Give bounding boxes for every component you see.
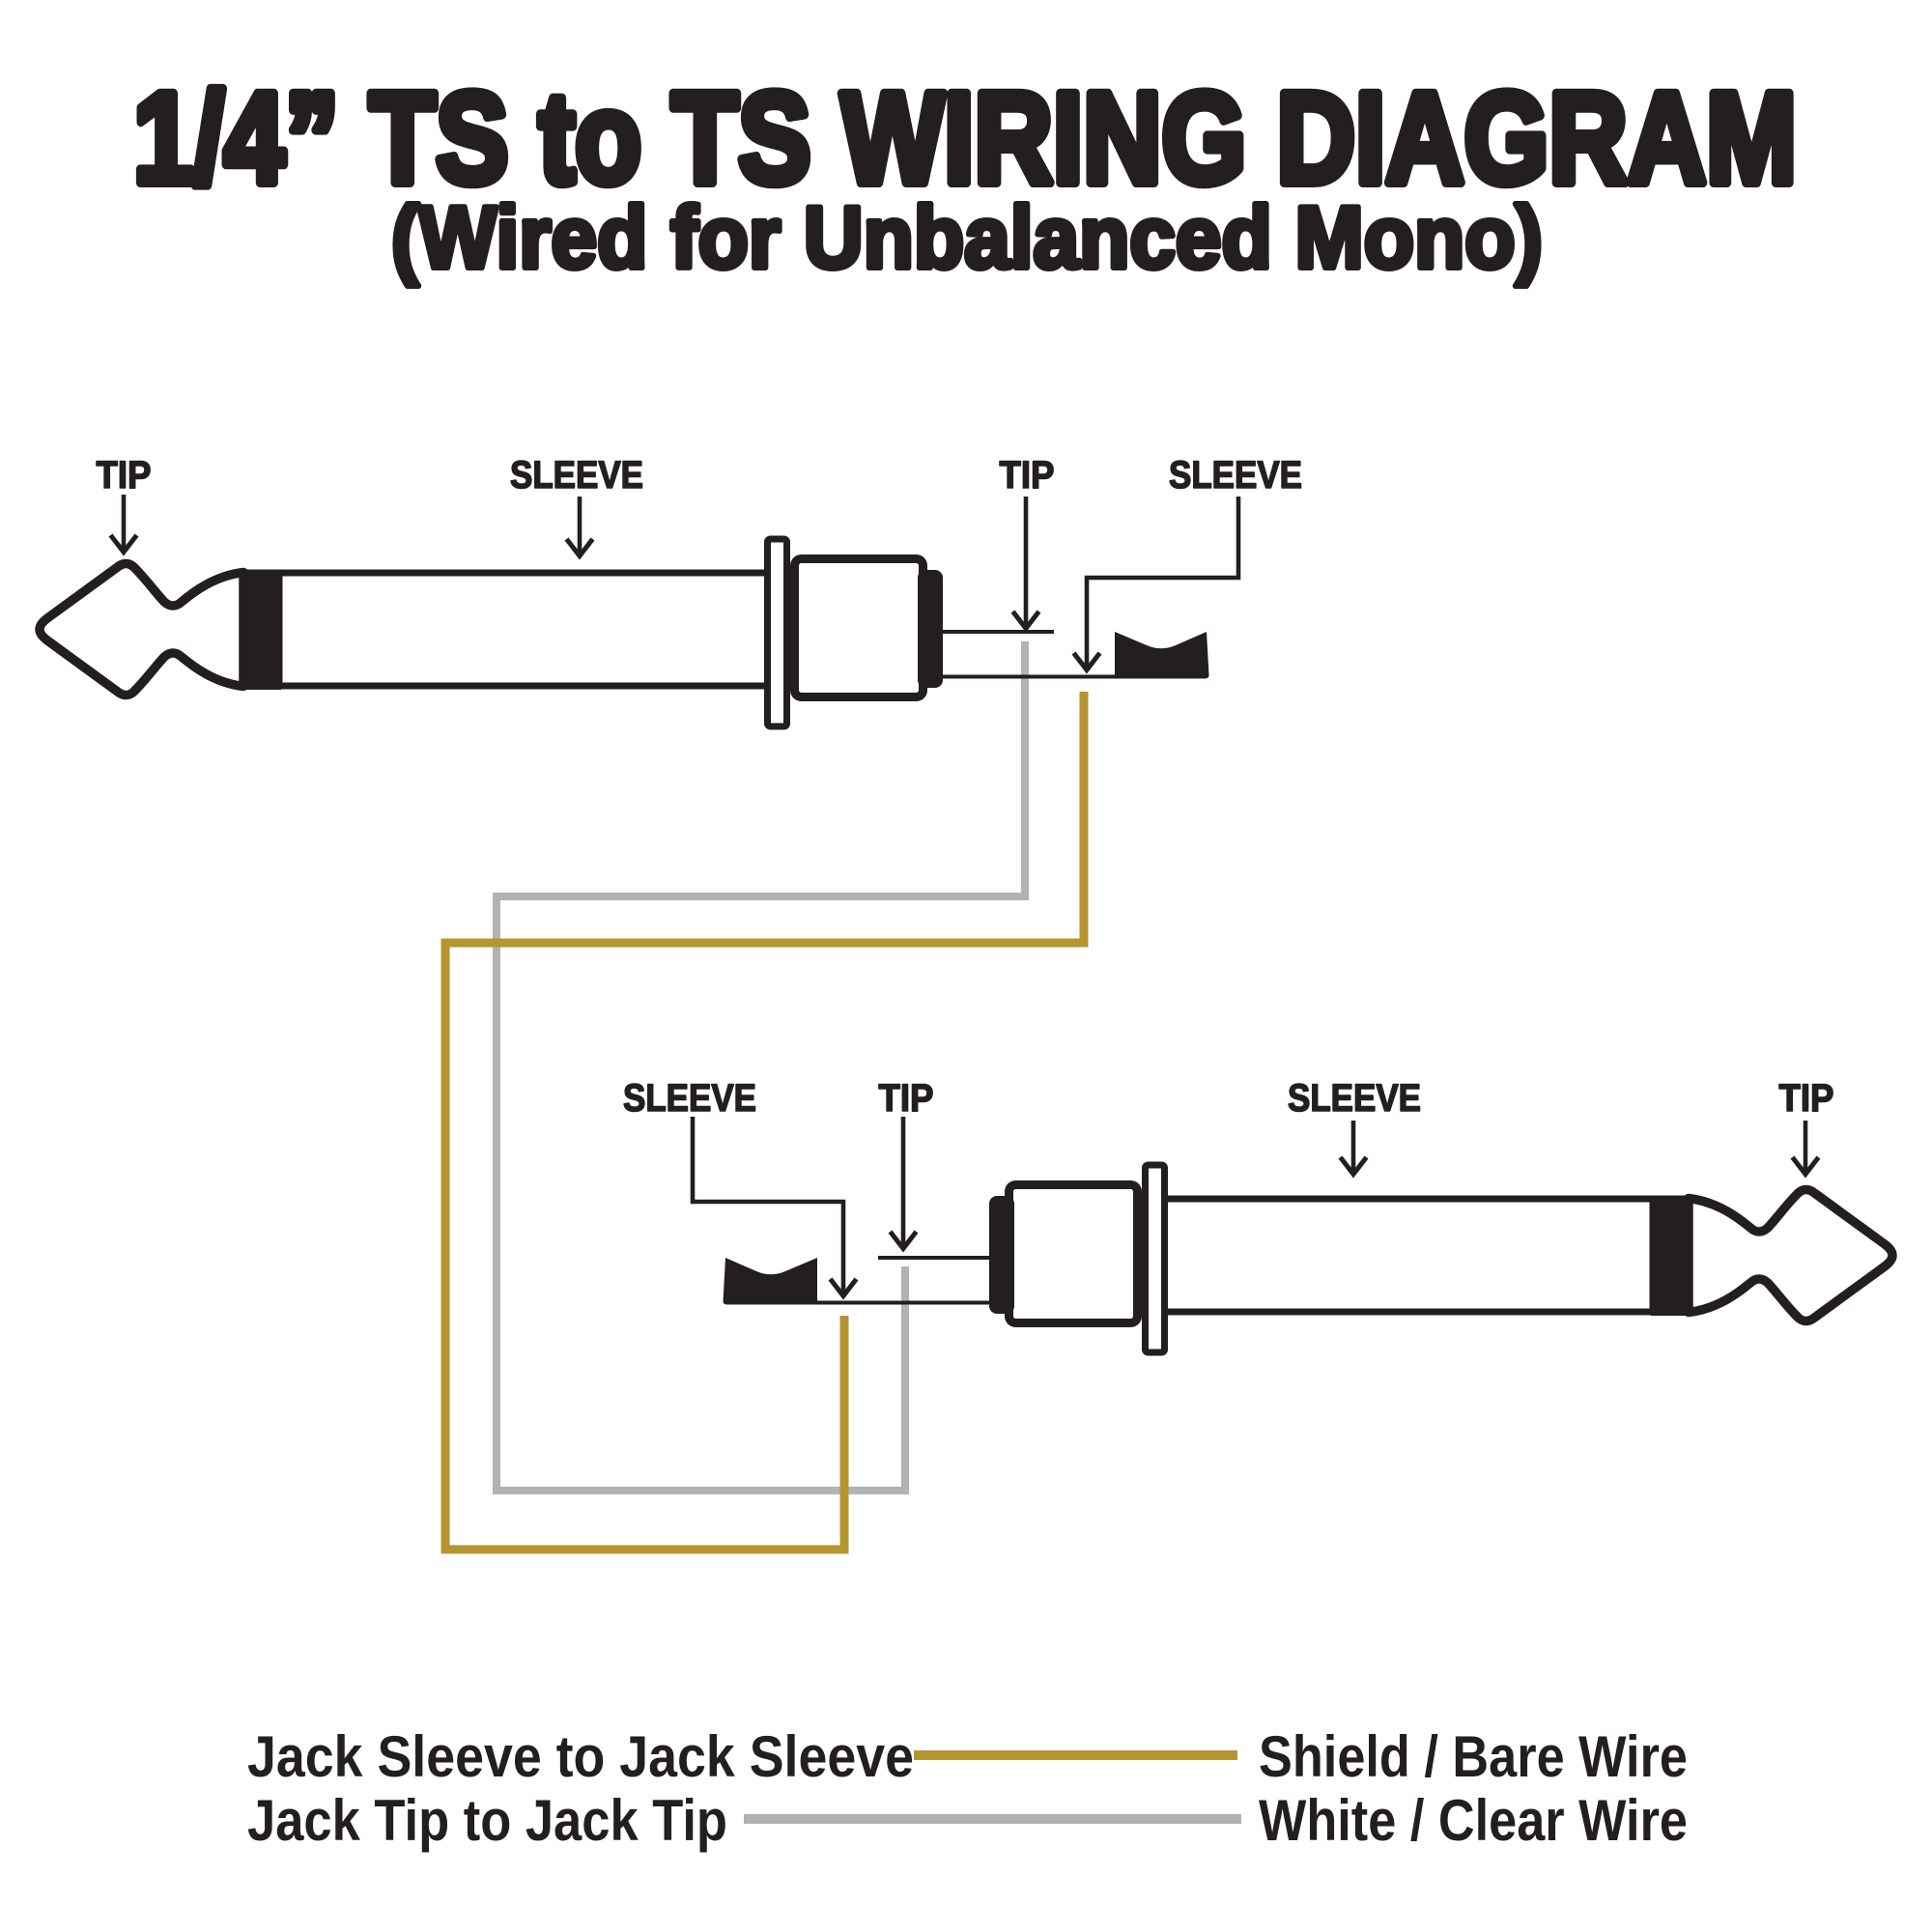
svg-text:Shield / Bare Wire: Shield / Bare Wire: [1259, 1724, 1688, 1789]
svg-text:Jack Tip to Jack Tip: Jack Tip to Jack Tip: [247, 1788, 727, 1853]
svg-text:TIP: TIP: [1000, 454, 1055, 497]
svg-text:SLEEVE: SLEEVE: [510, 454, 643, 497]
svg-text:1/4” TS to TS WIRING DIAGRAM: 1/4” TS to TS WIRING DIAGRAM: [133, 67, 1797, 211]
svg-text:Jack Sleeve to Jack Sleeve: Jack Sleeve to Jack Sleeve: [247, 1724, 914, 1789]
svg-text:TIP: TIP: [97, 454, 152, 497]
svg-text:White / Clear Wire: White / Clear Wire: [1259, 1788, 1688, 1853]
svg-text:TIP: TIP: [1779, 1077, 1834, 1120]
svg-text:(Wired for Unbalanced Mono): (Wired for Unbalanced Mono): [391, 189, 1543, 287]
svg-text:SLEEVE: SLEEVE: [623, 1077, 756, 1120]
svg-text:SLEEVE: SLEEVE: [1169, 454, 1302, 497]
svg-text:TIP: TIP: [879, 1077, 934, 1120]
svg-text:SLEEVE: SLEEVE: [1288, 1077, 1421, 1120]
